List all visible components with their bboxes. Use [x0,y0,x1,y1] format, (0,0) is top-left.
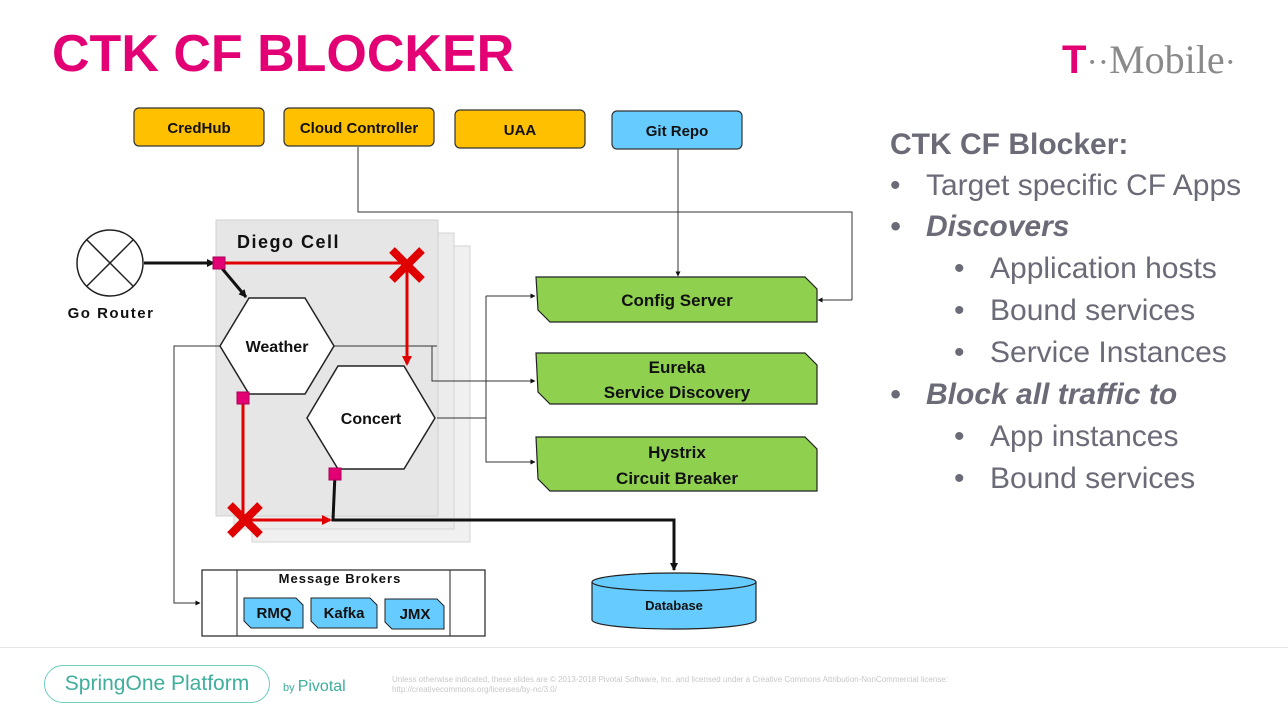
cloud-controller-line [357,147,853,300]
springone-platform-logo: SpringOne Platform [44,665,270,703]
hystrix-box [535,436,818,492]
pivotal-label: Pivotal [297,678,346,695]
pivotal-logo: by Pivotal [283,678,346,696]
logo-wordmark: Mobile [1109,37,1225,82]
uaa-box [454,109,586,149]
sub-bullet-application-hosts: Application hosts [890,251,1280,286]
rmq-box [243,597,304,629]
kafka-box [310,597,378,629]
sub-bullet-app-instances: App instances [890,419,1280,454]
concert-connection-point [328,467,342,481]
block-x-icon [227,502,263,538]
eureka-box [535,352,818,405]
hystrix-label-1: Hystrix [648,443,706,462]
logo-end-dot: · [1224,44,1236,81]
credhub-box [133,107,265,147]
uaa-label: UAA [504,122,537,139]
rmq-label: RMQ [257,605,292,622]
by-label: by [283,682,295,694]
cloud-controller-box [283,107,435,147]
database-label: Database [645,598,703,613]
eureka-label-2: Service Discovery [604,383,751,402]
eureka-label-1: Eureka [649,358,706,377]
cloud-controller-label: Cloud Controller [300,120,418,137]
router-connection-point [212,256,226,270]
diego-cell-label: Diego Cell [237,232,340,252]
weather-connection-point [236,391,250,405]
git-repo-box [611,110,743,150]
config-server-label: Config Server [621,291,733,310]
sub-bullet-bound-services-2: Bound services [890,461,1280,496]
panel-title: CTK CF Blocker: [890,128,1129,161]
bullet-target: Target specific CF Apps [890,168,1280,203]
go-router-label: Go Router [68,305,155,322]
config-server-box [535,276,818,323]
hystrix-label-2: Circuit Breaker [616,469,738,488]
sub-bullet-service-instances: Service Instances [890,335,1280,370]
footer-divider [0,647,1288,648]
jmx-label: JMX [400,606,431,623]
logo-dots: ·· [1086,44,1110,81]
legal-notice: Unless otherwise indicated, these slides… [392,675,948,694]
bullet-block-traffic: Block all traffic to [890,377,1280,412]
t-mobile-logo: T··Mobile· [1062,36,1236,83]
sub-bullet-bound-services: Bound services [890,293,1280,328]
kafka-label: Kafka [324,605,366,622]
weather-label: Weather [246,339,309,356]
database-cylinder [591,572,757,630]
logo-t: T [1062,38,1087,82]
message-brokers-label: Message Brokers [279,571,402,586]
bullet-discovers: Discovers [890,209,1280,244]
concert-label: Concert [341,411,402,428]
git-repo-label: Git Repo [646,123,709,140]
feature-panel: CTK CF Blocker: Target specific CF Apps … [890,128,1280,503]
database-connection [331,473,678,571]
slide-title: CTK CF BLOCKER [52,25,515,83]
block-x-icon [389,247,425,283]
credhub-label: CredHub [167,120,230,137]
jmx-box [384,598,445,630]
